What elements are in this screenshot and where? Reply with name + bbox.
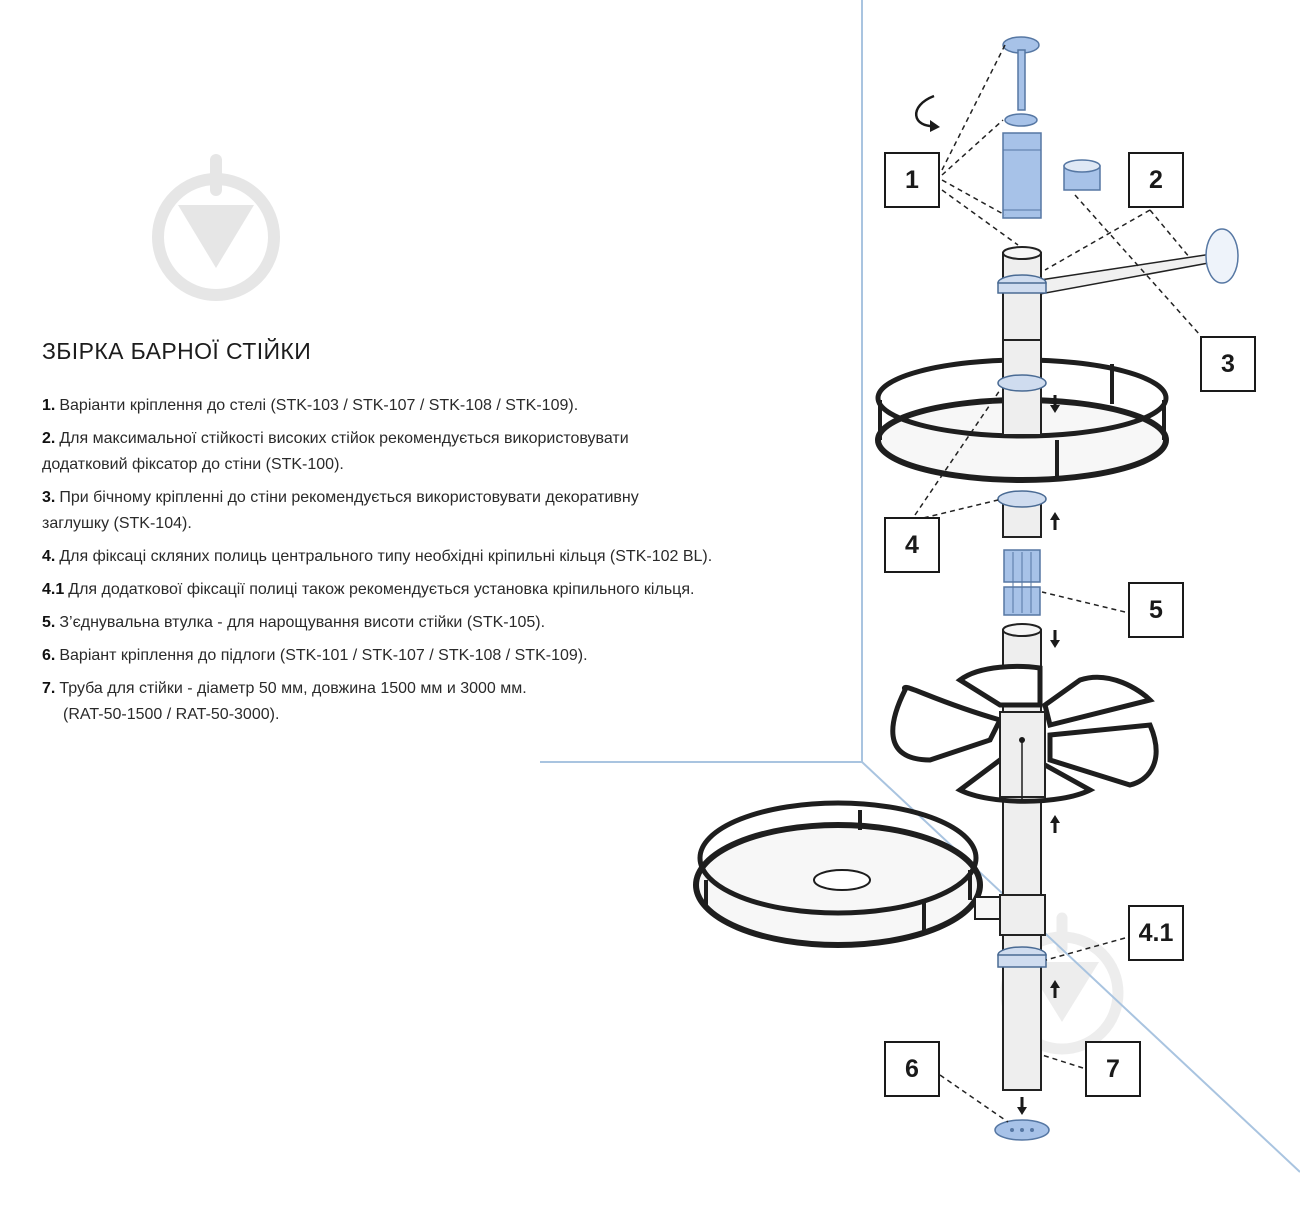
- callout-label-4: 4: [884, 517, 940, 573]
- assembly-notes: 1.Варіанти кріплення до стелі (STK-103 /…: [42, 393, 852, 735]
- callout-label-4-1: 4.1: [1128, 905, 1184, 961]
- page-title: ЗБІРКА БАРНОЇ СТІЙКИ: [42, 338, 312, 364]
- leader-lines: [914, 44, 1201, 1123]
- note-text: Варіант кріплення до підлоги (STK-101 / …: [59, 647, 588, 664]
- ring-4-1-part: [997, 946, 1047, 968]
- note-number: 2.: [42, 430, 56, 447]
- watermark-logo-icon: [152, 154, 280, 301]
- side-tray: [693, 800, 1046, 948]
- note-text: Для максимальної стійкості високих стійо…: [42, 430, 629, 473]
- note-text: Варіанти кріплення до стелі (STK-103 / S…: [59, 397, 579, 414]
- note-number: 4.: [42, 548, 56, 565]
- note-number: 7.: [42, 680, 56, 697]
- note-text: Для фіксаці скляних полиць центрального …: [59, 548, 713, 565]
- callout-label-3: 3: [1200, 336, 1256, 392]
- note-number: 4.1: [42, 581, 65, 598]
- note-number: 3.: [42, 489, 56, 506]
- room-corner-lines: [540, 0, 1300, 1173]
- rotate-arrow-icon: [914, 94, 937, 128]
- callout-label-7: 7: [1085, 1041, 1141, 1097]
- callout-label-1: 1: [884, 152, 940, 208]
- upper-tray: [875, 339, 1169, 483]
- note-text: (RAT-50-1500 / RAT-50-3000).: [63, 706, 280, 723]
- note-7-codes: (RAT-50-1500 / RAT-50-3000).: [42, 702, 852, 728]
- note-6: 6.Варіант кріплення до підлоги (STK-101 …: [42, 643, 852, 669]
- note-text: Для додаткової фіксації полиці також рек…: [68, 581, 695, 598]
- note-1: 1.Варіанти кріплення до стелі (STK-103 /…: [42, 393, 852, 419]
- callout-label-5: 5: [1128, 582, 1184, 638]
- note-text: Труба для стійки - діаметр 50 мм, довжин…: [59, 680, 527, 697]
- note-number: 5.: [42, 614, 56, 631]
- coupling-sleeve-part: [1003, 549, 1041, 616]
- ceiling-mount-part: [1002, 36, 1042, 219]
- note-2: 2.Для максимальної стійкості високих сті…: [42, 426, 852, 478]
- callout-label-6: 6: [884, 1041, 940, 1097]
- wall-bracket-part: [1039, 228, 1239, 295]
- note-5: 5.З’єднувальна втулка - для нарощування …: [42, 610, 852, 636]
- petal-tray: [890, 663, 1159, 804]
- callout-label-2: 2: [1128, 152, 1184, 208]
- note-text: З’єднувальна втулка - для нарощування ви…: [59, 614, 546, 631]
- wall-cap-part: [1063, 159, 1101, 191]
- note-4: 4.Для фіксаці скляних полиць центральног…: [42, 544, 852, 570]
- note-3: 3.При бічному кріпленні до стіни рекомен…: [42, 485, 852, 537]
- note-text: При бічному кріпленні до стіни рекоменду…: [42, 489, 639, 532]
- note-7: 7.Труба для стійки - діаметр 50 мм, довж…: [42, 676, 852, 702]
- ring-4-part: [997, 490, 1047, 538]
- note-number: 1.: [42, 397, 56, 414]
- note-number: 6.: [42, 647, 56, 664]
- floor-mount-part: [994, 1119, 1050, 1141]
